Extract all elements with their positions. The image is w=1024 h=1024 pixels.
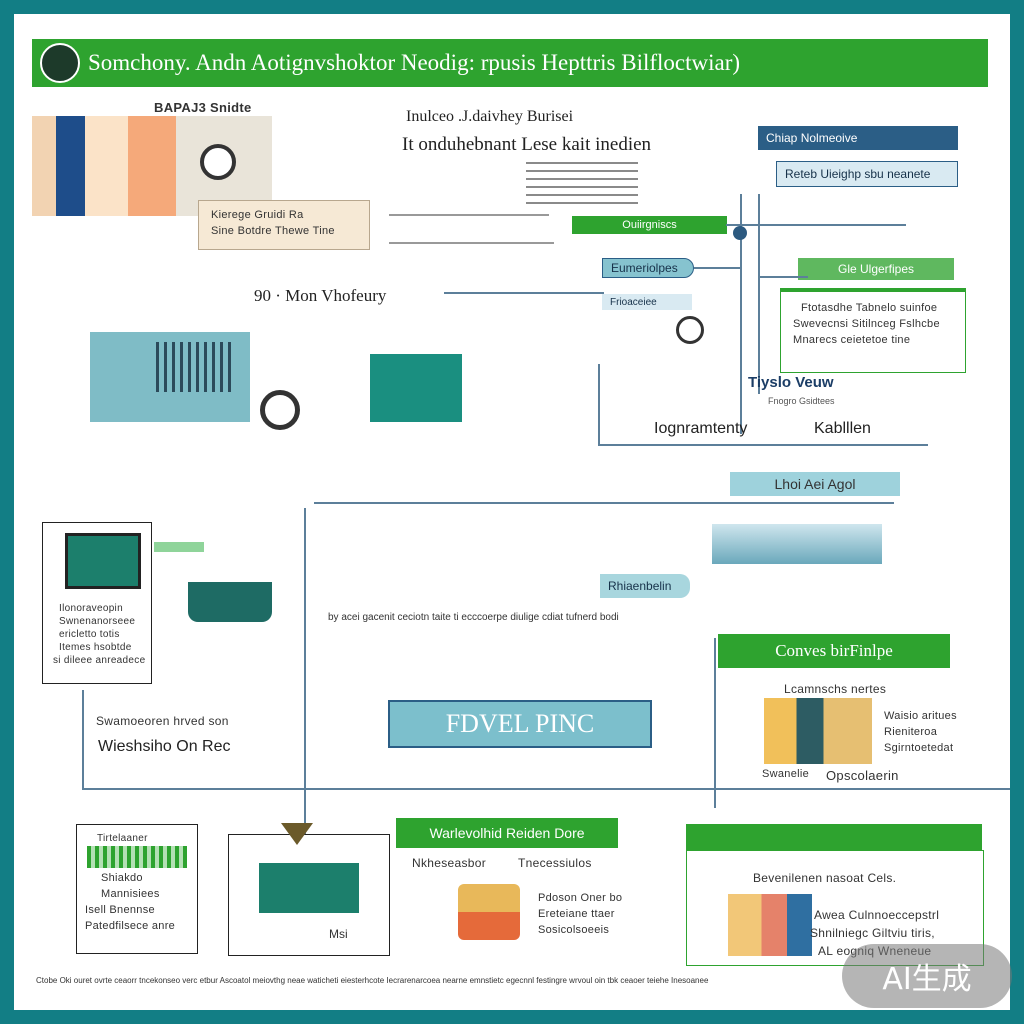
desc-line: Mnarecs ceietetoe tine [793, 334, 911, 346]
connector [598, 364, 600, 446]
right-mid-foot2: Opscolaerin [826, 768, 899, 783]
ai-generated-badge: AI生成 [842, 944, 1012, 1008]
speaker-icon [200, 144, 236, 180]
tag-chip[interactable]: Chiap Nolmeoive [758, 126, 958, 150]
footer-text: Ctobe Oki ouret ovrte ceaorr tncekonseo … [36, 976, 709, 985]
header-bar: Somchony. Andn Aotignvshoktor Neodig: rp… [32, 39, 988, 87]
bottom-left-header: Tirtelaaner [97, 833, 148, 844]
machinery-illustration [90, 332, 250, 422]
left-card-footer2: Wieshsiho On Rec [98, 738, 231, 755]
right-mid-line: Waisio aritues [884, 710, 957, 722]
left-card-footer1: Swamoeoren hrved son [96, 714, 229, 728]
connector [389, 214, 549, 216]
bottom-left-line: Isell Bnennse [85, 904, 155, 916]
card-line: Swnenanorseee [59, 616, 136, 627]
top-center-line2: It onduhebnant Lese kait inedien [402, 134, 652, 155]
frioaceiee-chip[interactable]: Frioaceiee [602, 294, 692, 310]
display-illustration [259, 863, 359, 913]
shelf-illustration [728, 894, 812, 956]
eumeriolpes-chip[interactable]: Eumeriolpes [602, 258, 694, 278]
node-sub: Fnogro Gsidtees [768, 396, 835, 406]
connector [694, 267, 742, 269]
top-center-line1: Inulceo .J.daivhey Burisei [406, 108, 574, 125]
bottom-left-line: Mannisiees [101, 888, 160, 900]
bottom-center-sub2: Tnecessiulos [518, 856, 592, 870]
bottom-left-line: Shiakdo [101, 872, 143, 884]
bottom-center-line: Pdoson Oner bo [538, 892, 623, 904]
diagram-canvas: Somchony. Andn Aotignvshoktor Neodig: rp… [14, 14, 1010, 1010]
node-icon [676, 316, 704, 344]
caption-line: Kierege Gruidi Ra [211, 209, 304, 221]
bottom-center-line: Ereteiane ttaer [538, 908, 615, 920]
connector [444, 292, 604, 294]
bottom-right-line: Awea Culnnoeccepstrl [814, 908, 940, 922]
card-line: Itemes hsobtde [59, 642, 132, 653]
desc-line: Ftotasdhe Tabnelo suinfoe [801, 302, 938, 314]
right-mid-illustration [764, 698, 872, 764]
card-line: si dileee anreadece [53, 655, 146, 666]
right-mid-header: Conves birFinlpe [718, 634, 950, 668]
tray-icon [188, 582, 272, 622]
bottom-left-label: Iognramtenty [654, 420, 748, 437]
green-stripes [87, 846, 187, 868]
connector [82, 690, 84, 790]
connector [758, 276, 808, 278]
down-arrow-icon [281, 823, 313, 845]
desc-line: Swevecnsi Sitilnceg Fslhcbe [793, 318, 940, 330]
sub-chip[interactable]: Reteb Uieighp sbu neanete [776, 161, 958, 187]
junction-dot [733, 226, 747, 240]
header-title: Somchony. Andn Aotignvshoktor Neodig: rp… [88, 50, 741, 75]
bottom-center-line: Sosicolsoeeis [538, 924, 610, 936]
card-line: Ilonoraveopin [59, 603, 123, 614]
connector [82, 788, 1010, 790]
left-card: Ilonoraveopin Swnenanorseee ericletto to… [42, 522, 152, 684]
connector [758, 194, 760, 394]
bottom-center-header: Warlevolhid Reiden Dore [396, 818, 618, 848]
connector [740, 194, 742, 434]
bottom-right-bar [686, 824, 982, 850]
right-desc-box: Ftotasdhe Tabnelo suinfoe Swevecnsi Siti… [780, 288, 966, 373]
top-left-caption-box: Kierege Gruidi Ra Sine Botdre Thewe Tine [198, 200, 370, 250]
right-mid-foot1: Swanelie [762, 768, 810, 780]
gear-icon [260, 390, 300, 430]
bottom-right-line: Shnilniegc Giltviu tiris, [810, 926, 935, 940]
caption-line: Sine Botdre Thewe Tine [211, 225, 335, 237]
right-mid-line: Rieniteroa [884, 726, 938, 738]
logo-icon [40, 43, 80, 83]
connector [389, 242, 554, 244]
connector [714, 638, 716, 808]
bottom-right-label: Kablllen [814, 420, 871, 437]
center-caption: by acei gacenit ceciotn taite ti ecccoer… [328, 612, 619, 623]
mountain-banner [712, 524, 882, 564]
green-strip [154, 542, 204, 552]
right-header: Gle Ulgerfipes [798, 258, 954, 280]
text-lines-block [526, 162, 638, 206]
left-mid-title: 90 · Mon Vhofeury [254, 286, 387, 305]
rhiaenbelin-chip[interactable]: Rhiaenbelin [600, 574, 690, 598]
connector [304, 508, 306, 838]
bottom-left-card: Tirtelaaner Shiakdo Mannisiees Isell Bne… [76, 824, 198, 954]
connector [726, 224, 906, 226]
card-line: ericletto totis [59, 629, 120, 640]
book-icon [458, 884, 520, 940]
connector [314, 502, 894, 504]
mini-label: Msi [329, 927, 348, 941]
right-mid-line: Sgirntoetedat [884, 742, 954, 754]
right-mid-title: Lcamnschs nertes [784, 682, 887, 696]
teal-block [370, 354, 462, 422]
node-label: Tiyslo Veuw [748, 374, 834, 391]
landscape-image [65, 533, 141, 589]
center-box[interactable]: FDVEL PINC [388, 700, 652, 748]
bottom-left-line: Patedfilsece anre [85, 920, 176, 932]
bottom-center-image-card: Msi [228, 823, 390, 956]
bottom-right-title: Bevenilenen nasoat Cels. [753, 871, 897, 885]
bottom-center-sub1: Nkheseasbor [412, 856, 487, 870]
photo-label: BAPAJ3 Snidte [154, 100, 252, 115]
green-label: Ouiirgniscs [572, 216, 727, 234]
banner1: Lhoi Aei Agol [730, 472, 900, 496]
connector [598, 444, 928, 446]
